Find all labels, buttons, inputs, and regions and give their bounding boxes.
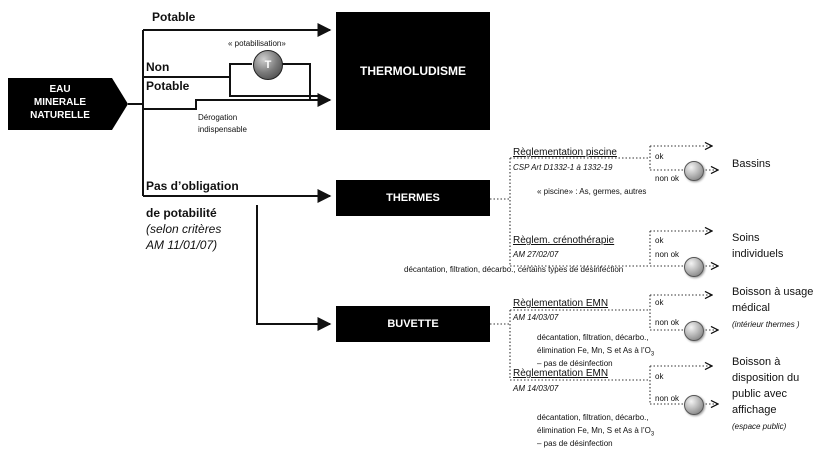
emn2-reg-ref: AM 14/03/07 [513,384,559,393]
crenotherapie-reg-ref: AM 27/02/07 [513,250,559,259]
boisson-public-label-3: public avec [732,388,788,400]
treatment-icon: T [253,50,283,80]
boisson-public-label-1: Boisson à [732,356,781,368]
boisson-medical-label-2: médical [732,302,770,314]
derogation-label-2: indispensable [198,125,247,134]
crenotherapie-non-ok-label: non ok [655,250,680,259]
emn1-treatment-2-sub: 3 [650,351,655,358]
source-line-1: EAU [49,84,71,95]
potabilisation-text: « potabilisation» [228,39,286,48]
bassins-label: Bassins [732,158,771,170]
thermes-label: THERMES [386,192,440,204]
source-label: EAU MINERALE NATURELLE [8,83,112,122]
emn2-reg-title-text: Règlementation EMN [513,368,609,379]
boisson-medical-label-3: (intérieur thermes ) [732,320,800,329]
pas-obligation-label: Pas d’obligation [146,179,239,193]
piscine-treatment-icon [684,161,704,181]
piscine-reg-title-text: Règlementation piscine [513,147,617,158]
emn2-non-ok-label: non ok [655,394,680,403]
potable-label: Potable [152,10,196,24]
emn1-ok-label: ok [655,298,664,307]
thermoludisme-box: THERMOLUDISME [336,12,490,130]
emn2-treatment-3: – pas de désinfection [537,439,613,448]
emn1-non-ok-label: non ok [655,318,680,327]
crenotherapie-reg-title: Règlem. crénothérapie [513,235,614,247]
piscine-reg-title: Règlementation piscine [513,147,617,159]
emn2-treatment-2: élimination Fe, Mn, S et As à l’O3 [537,426,654,438]
buvette-label: BUVETTE [387,318,439,330]
boisson-medical-label-1: Boisson à usage [732,286,814,298]
soins-label-1: Soins [732,232,760,244]
boisson-public-label-2: disposition du [732,372,800,384]
emn1-reg-ref: AM 14/03/07 [513,313,559,322]
emn1-reg-title: Règlementation EMN [513,298,608,310]
selon-criteres-label: (selon critères [146,222,222,236]
derogation-label-1: Dérogation [198,113,238,122]
source-line-3: NATURELLE [30,110,90,121]
crenotherapie-ok-label: ok [655,236,664,245]
emn2-treatment-icon [684,395,704,415]
emn1-treatment-3: – pas de désinfection [537,359,613,368]
crenotherapie-treatments: décantation, filtration, décarbo., certa… [404,265,624,274]
buvette-box: BUVETTE [336,306,490,342]
treatment-symbol: T [264,59,272,71]
emn1-reg-title-text: Règlementation EMN [513,298,609,309]
emn2-treatment-1: décantation, filtration, décarbo., [537,413,649,422]
crenotherapie-reg-title-text: Règlem. crénothérapie [513,235,615,246]
am-reference-label: AM 11/01/07) [146,238,218,252]
thermoludisme-label: THERMOLUDISME [360,64,466,78]
piscine-ok-label: ok [655,152,664,161]
boisson-public-label-4: affichage [732,404,777,416]
emn2-ok-label: ok [655,372,664,381]
emn1-treatment-icon [684,321,704,341]
boisson-public-label-5: (espace public) [732,422,787,431]
emn2-reg-title: Règlementation EMN [513,368,608,380]
non-potable-label-2: Potable [146,79,190,93]
piscine-non-ok-label: non ok [655,174,680,183]
emn1-treatment-2-text: élimination Fe, Mn, S et As à l’O [537,346,651,355]
source-arrow-shape [8,78,128,130]
piscine-criteria: « piscine» : As, germes, autres [537,187,647,196]
soins-label-2: individuels [732,248,784,260]
emn1-treatment-2: élimination Fe, Mn, S et As à l’O3 [537,346,654,358]
emn1-treatment-1: décantation, filtration, décarbo., [537,333,649,342]
emn2-treatment-2-text: élimination Fe, Mn, S et As à l’O [537,426,651,435]
thermes-box: THERMES [336,180,490,216]
de-potabilite-label: de potabilité [146,206,217,220]
potabilisation-label: « potabilisation» [228,39,286,48]
emn2-treatment-2-sub: 3 [650,431,655,438]
non-potable-label-1: Non [146,60,170,74]
crenotherapie-treatment-icon [684,257,704,277]
piscine-reg-ref: CSP Art D1332-1 à 1332-19 [513,163,613,172]
source-line-2: MINERALE [33,97,87,108]
